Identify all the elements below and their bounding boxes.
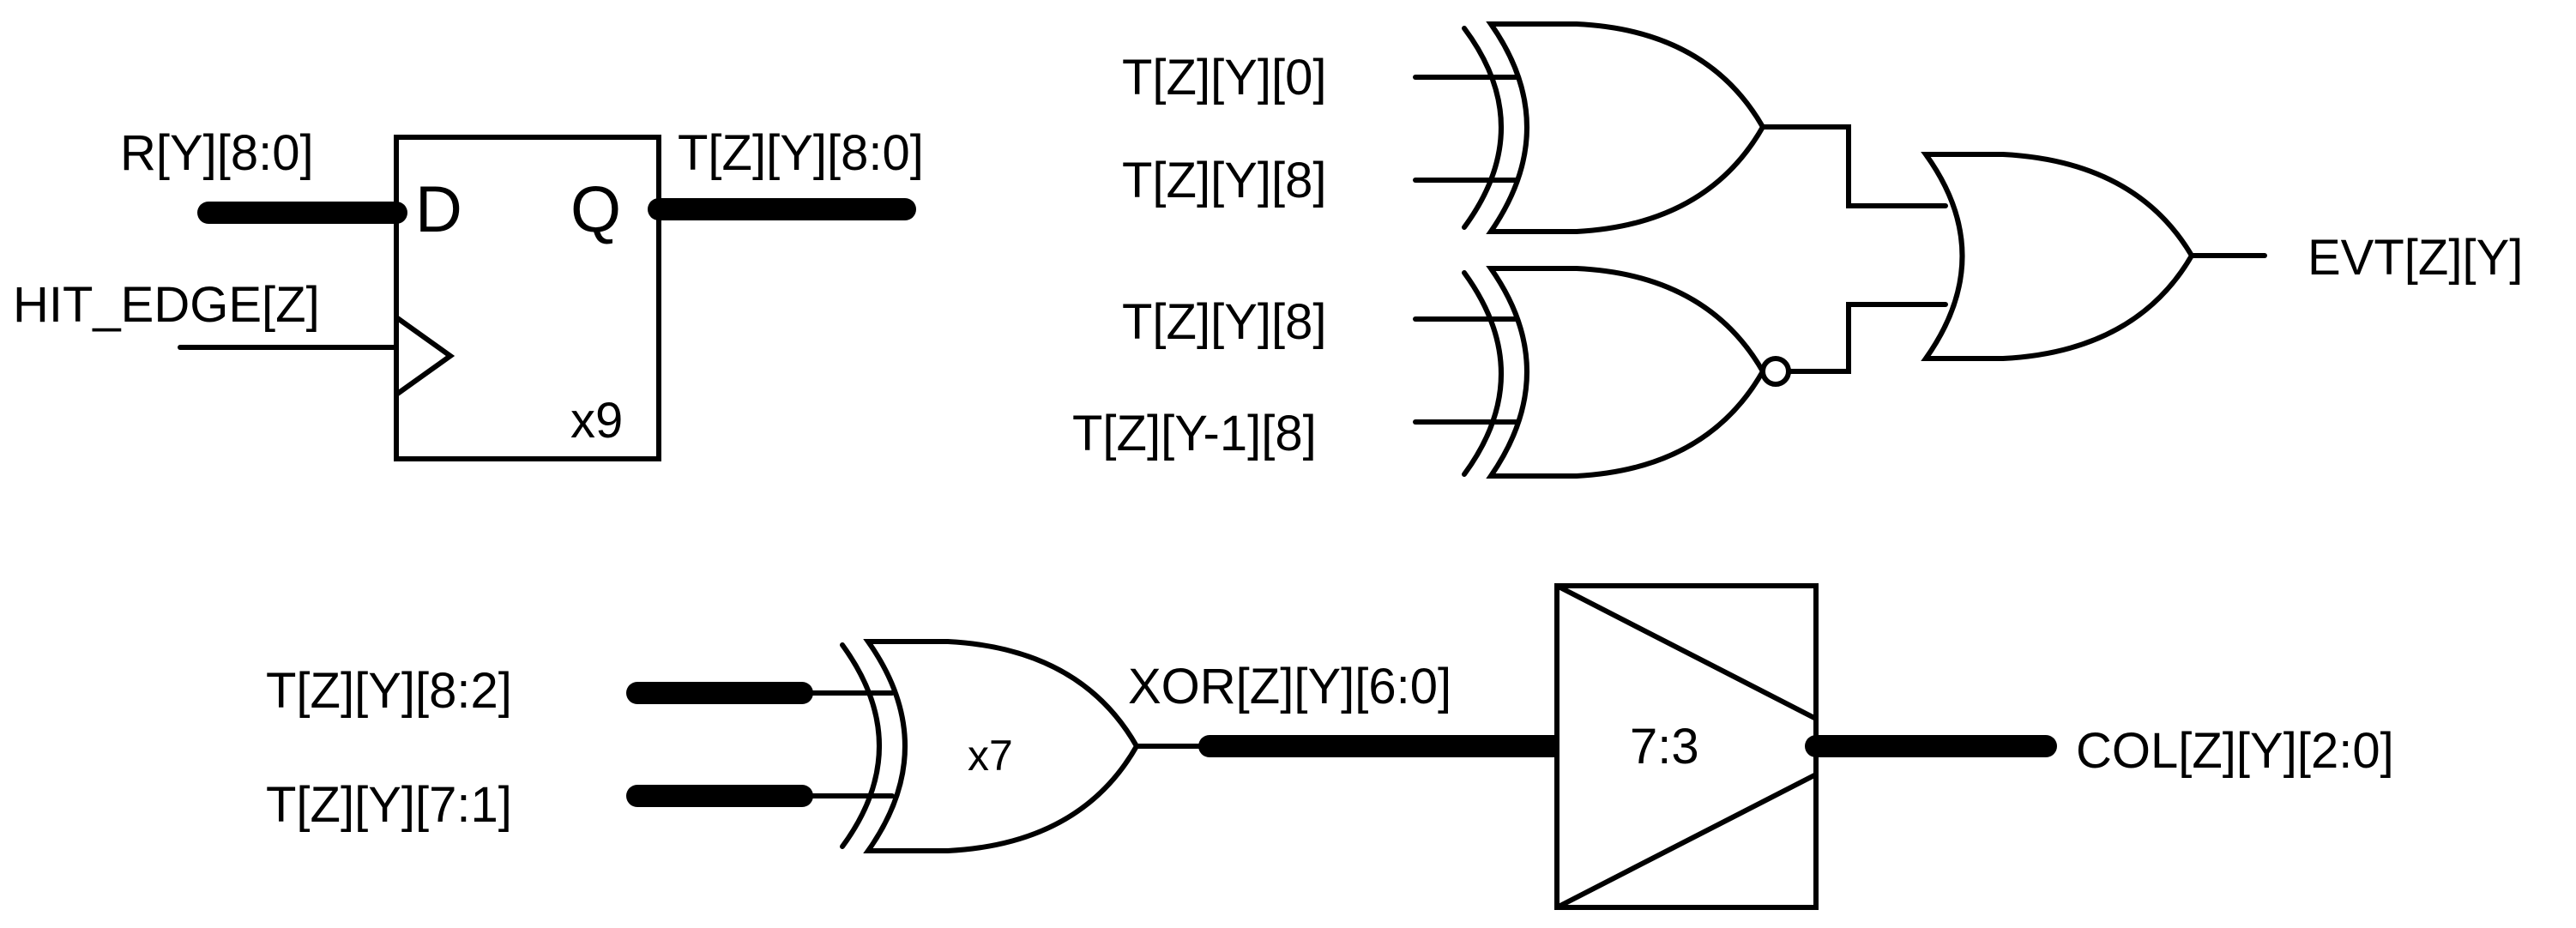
xnor-gate-b-bubble xyxy=(1760,356,1791,387)
xor-x7-output-label: XOR[Z][Y][6:0] xyxy=(1128,659,1451,714)
flipflop-input-label: R[Y][8:0] xyxy=(120,125,314,181)
flipflop-group: R[Y][8:0] T[Z][Y][8:0] HIT_EDGE[Z] D Q x… xyxy=(13,125,924,461)
encoder-label: 7:3 xyxy=(1630,719,1699,774)
or-gate-body xyxy=(1921,152,2195,361)
col-output-label: COL[Z][Y][2:0] xyxy=(2076,723,2394,779)
encoder-lower-diagonal xyxy=(1554,772,1819,910)
xnor-gate-b-input-1-label: T[Z][Y][8] xyxy=(1122,294,1327,350)
xor-gate-a-back-arc xyxy=(1462,26,1504,230)
xor-x7-back-arc xyxy=(840,642,882,849)
encoder-body xyxy=(1554,583,1819,910)
xor-a-to-or-wire xyxy=(1760,124,1948,208)
xor-x7-input-1-label: T[Z][Y][8:2] xyxy=(266,663,512,719)
xor-gate-a-input-2-label: T[Z][Y][8] xyxy=(1122,153,1327,208)
flipflop-output-label: T[Z][Y][8:0] xyxy=(678,125,924,181)
xor-x7-input-2-label: T[Z][Y][7:1] xyxy=(266,777,512,833)
flipflop-multiplier: x9 xyxy=(570,393,623,449)
clock-triangle xyxy=(394,315,455,397)
encoder-upper-diagonal xyxy=(1554,583,1819,721)
col-logic-group: T[Z][Y][8:2] T[Z][Y][7:1] x7 XOR[Z][Y][6… xyxy=(266,583,2394,910)
xnor-gate-b-input-2-label: T[Z][Y-1][8] xyxy=(1072,406,1317,461)
flipflop-body xyxy=(394,135,661,461)
xor-x7-body xyxy=(863,639,1140,853)
xor-gate-a-body xyxy=(1486,21,1766,234)
evt-output-label: EVT[Z][Y] xyxy=(2308,230,2523,286)
flipflop-pin-q: Q xyxy=(570,173,621,246)
xor-x7-multiplier: x7 xyxy=(968,732,1013,780)
xnor-b-to-or-wire xyxy=(1786,302,1948,374)
flipflop-clock-label: HIT_EDGE[Z] xyxy=(13,277,320,333)
xor-gate-a-input-1-label: T[Z][Y][0] xyxy=(1122,50,1327,105)
xnor-gate-b-back-arc xyxy=(1462,270,1504,477)
evt-logic-group: T[Z][Y][0] T[Z][Y][8] T[Z][Y][8] T[Z][Y-… xyxy=(1072,21,2523,479)
xnor-gate-b-body xyxy=(1486,266,1766,479)
flipflop-pin-d: D xyxy=(415,173,462,246)
